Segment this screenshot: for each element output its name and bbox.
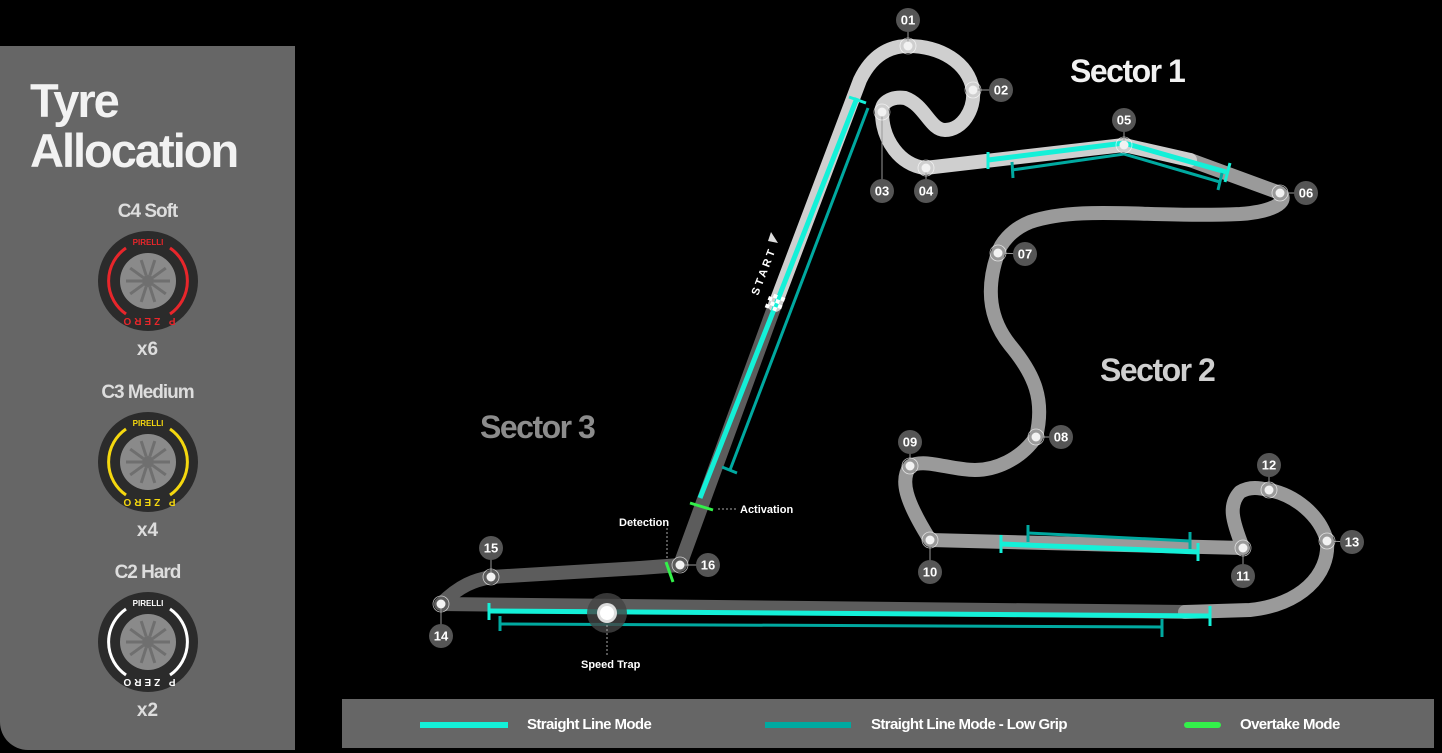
tyre-c4-soft: C4 Soft PIRELLI P ZERO x6 bbox=[0, 201, 295, 361]
tyre-name: C3 Medium bbox=[101, 382, 194, 403]
turn-badge bbox=[918, 560, 942, 584]
lowgrip-zone-back-straight bbox=[1011, 152, 1221, 184]
activation-label: Activation bbox=[740, 504, 793, 516]
legend-swatch-low-grip bbox=[765, 722, 851, 728]
turn-number: 04 bbox=[919, 184, 934, 199]
turn-marker: 01 bbox=[896, 8, 920, 55]
legend-label: Straight Line Mode bbox=[527, 716, 652, 733]
turn-badge bbox=[696, 553, 720, 577]
tyre-hard-icon: PIRELLI P ZERO bbox=[97, 592, 198, 692]
turn-badge bbox=[1049, 425, 1073, 449]
slm-zone-main-straight bbox=[697, 97, 860, 499]
turn-badge bbox=[1257, 453, 1281, 477]
track-sector-3 bbox=[434, 298, 1192, 619]
legend-swatch-overtake-mode bbox=[1184, 722, 1221, 728]
turn-number: 09 bbox=[903, 435, 917, 450]
turn-marker: 10 bbox=[918, 531, 942, 584]
tyre-name: C2 Hard bbox=[114, 562, 182, 583]
turn-marker: 12 bbox=[1257, 453, 1281, 499]
tyre-soft-icon: PIRELLI P ZERO bbox=[97, 231, 198, 331]
turn-marker: 05 bbox=[1112, 108, 1136, 154]
turn-number: 07 bbox=[1018, 247, 1032, 262]
overtake-activation-line bbox=[689, 501, 714, 512]
legend: Straight Line Mode Straight Line Mode - … bbox=[342, 699, 1434, 748]
turn-marker: 04 bbox=[914, 159, 938, 203]
turn-marker: 13 bbox=[1318, 530, 1364, 554]
turn-number: 03 bbox=[875, 184, 889, 199]
turn-number: 01 bbox=[901, 13, 915, 28]
turn-number: 12 bbox=[1262, 458, 1276, 473]
turn-marker: 06 bbox=[1271, 181, 1318, 205]
speed-trap-marker bbox=[587, 593, 627, 655]
turn-number: 11 bbox=[1236, 569, 1250, 584]
tyre-name: C4 Soft bbox=[117, 201, 179, 222]
turn-marker: 11 bbox=[1231, 539, 1255, 588]
turn-number: 15 bbox=[484, 541, 498, 556]
turn-number: 13 bbox=[1345, 535, 1359, 550]
sector-3-label: Sector 3 bbox=[480, 409, 595, 445]
turn-badge bbox=[1013, 242, 1037, 266]
tyre-model-text: P ZERO bbox=[120, 676, 175, 687]
tyre-model-text: P ZERO bbox=[120, 315, 175, 326]
turn-marker: 07 bbox=[989, 242, 1037, 266]
turn-marker: 16 bbox=[671, 553, 720, 577]
overtake-detection-line bbox=[664, 561, 675, 583]
tyre-c2-hard: C2 Hard PIRELLI P ZERO x2 bbox=[0, 562, 295, 722]
circuit-map: START Activation Detection Speed Trap Se… bbox=[429, 8, 1364, 671]
turn-number: 16 bbox=[701, 558, 715, 573]
turn-number: 08 bbox=[1054, 430, 1068, 445]
sector-1-label: Sector 1 bbox=[1070, 53, 1185, 89]
tyre-allocation-panel: Tyre Allocation C4 Soft PIRELLI P ZERO x6… bbox=[0, 46, 295, 750]
direction-arrow-icon bbox=[768, 232, 778, 243]
turn-marker: 09 bbox=[898, 430, 922, 475]
turn-badge bbox=[896, 8, 920, 32]
turn-marker: 15 bbox=[479, 536, 503, 586]
turn-marker: 02 bbox=[964, 78, 1013, 102]
legend-label: Overtake Mode bbox=[1240, 716, 1340, 733]
title-line-2: Allocation bbox=[30, 124, 239, 177]
turn-number: 02 bbox=[994, 83, 1008, 98]
track-sector-2 bbox=[898, 153, 1335, 619]
turn-number: 05 bbox=[1117, 113, 1131, 128]
tyre-c3-medium: C3 Medium PIRELLI P ZERO x4 bbox=[0, 382, 295, 542]
turn-badge bbox=[1340, 530, 1364, 554]
legend-label: Straight Line Mode - Low Grip bbox=[871, 716, 1068, 733]
turn-number: 06 bbox=[1299, 186, 1313, 201]
tyre-brand-text: PIRELLI bbox=[132, 419, 163, 428]
turn-number: 14 bbox=[434, 629, 449, 644]
speed-trap-label: Speed Trap bbox=[581, 659, 641, 671]
turn-badge bbox=[989, 78, 1013, 102]
start-flag-icon bbox=[764, 293, 786, 312]
tyre-count: x4 bbox=[136, 520, 159, 541]
tyre-brand-text: PIRELLI bbox=[132, 238, 163, 247]
tyre-brand-text: PIRELLI bbox=[132, 599, 163, 608]
turn-badge bbox=[479, 536, 503, 560]
panel-title: Tyre Allocation bbox=[30, 74, 239, 177]
slm-zone-10-11 bbox=[1000, 541, 1199, 555]
turn-badge bbox=[1231, 564, 1255, 588]
tyre-model-text: P ZERO bbox=[120, 496, 175, 507]
tyre-count: x6 bbox=[136, 339, 159, 360]
turn-badge bbox=[429, 624, 453, 648]
sector-2-label: Sector 2 bbox=[1100, 352, 1215, 388]
turn-number: 10 bbox=[923, 565, 937, 580]
turn-badge bbox=[870, 179, 894, 203]
turn-badge bbox=[914, 179, 938, 203]
turn-marker: 08 bbox=[1027, 425, 1073, 449]
lowgrip-zone-10-11 bbox=[1027, 531, 1191, 543]
tyre-count: x2 bbox=[136, 700, 159, 721]
turn-marker: 14 bbox=[429, 595, 453, 648]
turn-badge bbox=[1112, 108, 1136, 132]
turn-badge bbox=[898, 430, 922, 454]
detection-label: Detection bbox=[619, 517, 669, 529]
tyre-medium-icon: PIRELLI P ZERO bbox=[97, 412, 198, 512]
turn-badge bbox=[1294, 181, 1318, 205]
legend-swatch-straight-line-mode bbox=[420, 722, 508, 728]
lowgrip-zone-main-straight bbox=[728, 107, 870, 471]
title-line-1: Tyre bbox=[30, 74, 120, 127]
turn-marker: 03 bbox=[870, 103, 894, 203]
